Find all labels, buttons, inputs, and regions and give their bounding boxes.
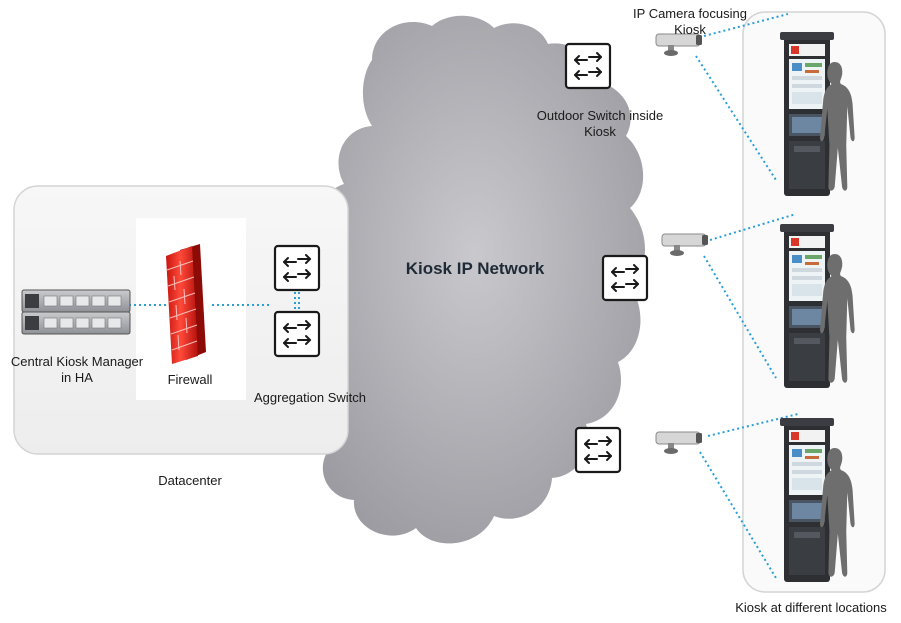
ip-network-cloud xyxy=(304,15,645,544)
server-icon xyxy=(21,289,131,313)
outdoor-switch-icon xyxy=(564,42,612,90)
firewall-icon xyxy=(166,244,206,364)
outdoor-switch-label: Outdoor Switch inside Kiosk xyxy=(520,108,680,140)
aggregation-switch-icon xyxy=(273,244,321,292)
aggregation-switch-label: Aggregation Switch xyxy=(253,390,366,405)
camera-label-line1: IP Camera focusing xyxy=(633,6,747,21)
datacenter-label: Datacenter xyxy=(158,473,222,488)
firewall-label: Firewall xyxy=(167,372,213,387)
camera-label-line2: Kiosk xyxy=(674,22,706,37)
manager-label-line1: Central Kiosk Manager xyxy=(10,354,144,369)
kiosk-locations-label: Kiosk at different locations xyxy=(735,600,887,615)
ip-camera-icon xyxy=(661,233,709,257)
manager-label-line2: in HA xyxy=(61,370,93,385)
outdoor-switch-icon xyxy=(601,254,649,302)
outdoor-switch-label-line2: Kiosk xyxy=(584,124,616,139)
outdoor-switch-icon xyxy=(574,426,622,474)
ip-camera-icon xyxy=(655,431,703,455)
central-kiosk-manager-servers xyxy=(21,289,131,335)
camera-label: IP Camera focusing Kiosk xyxy=(610,6,770,38)
aggregation-switch-icon xyxy=(273,310,321,358)
manager-label: Central Kiosk Manager in HA xyxy=(2,354,152,386)
outdoor-switch-label-line1: Outdoor Switch inside xyxy=(536,108,664,123)
server-icon xyxy=(21,311,131,335)
cloud-label: Kiosk IP Network xyxy=(405,259,545,278)
